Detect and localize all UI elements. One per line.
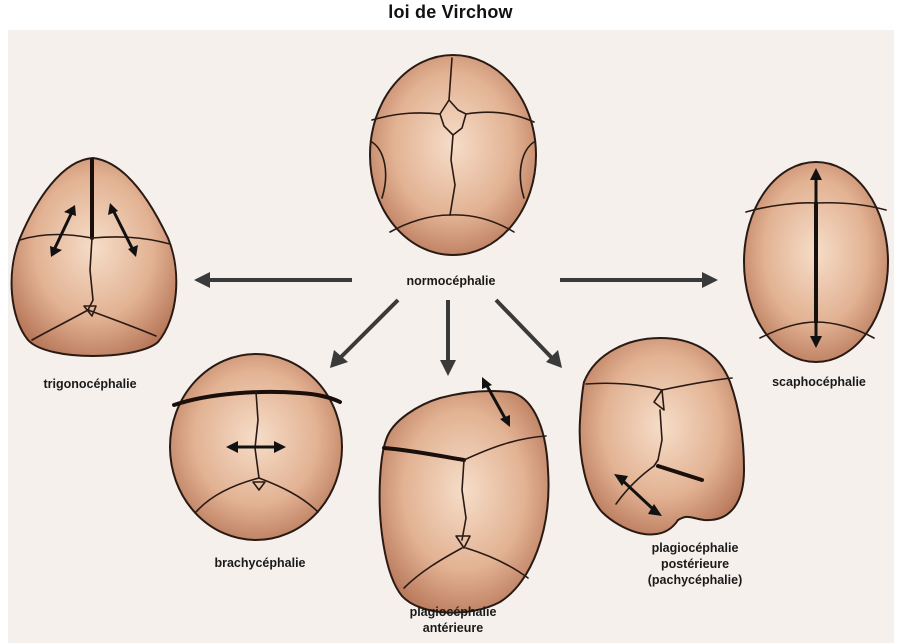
label-plagio-posterieure-line1: plagiocéphalie — [625, 540, 765, 556]
label-plagio-anterieure-line1: plagiocéphalie — [388, 604, 518, 620]
label-trigonocephalie: trigonocéphalie — [20, 376, 160, 392]
label-plagio-posterieure-line2: postérieure — [625, 556, 765, 572]
skull-plagiocephalie-anterieure — [380, 391, 549, 613]
skull-trigonocephalie — [12, 158, 177, 356]
label-brachycephalie: brachycéphalie — [185, 555, 335, 571]
label-plagio-posterieure-line3: (pachycéphalie) — [625, 572, 765, 588]
label-normocephalie: normocéphalie — [378, 273, 524, 289]
skull-normocephalie — [370, 55, 536, 255]
skull-plagiocephalie-posterieure — [580, 338, 744, 535]
label-scaphocephalie: scaphocéphalie — [754, 374, 884, 390]
label-plagiocephalie-posterieure: plagiocéphalie postérieure (pachycéphali… — [625, 540, 765, 588]
label-plagiocephalie-anterieure: plagiocéphalie antérieure — [388, 604, 518, 636]
label-plagio-anterieure-line2: antérieure — [388, 620, 518, 636]
